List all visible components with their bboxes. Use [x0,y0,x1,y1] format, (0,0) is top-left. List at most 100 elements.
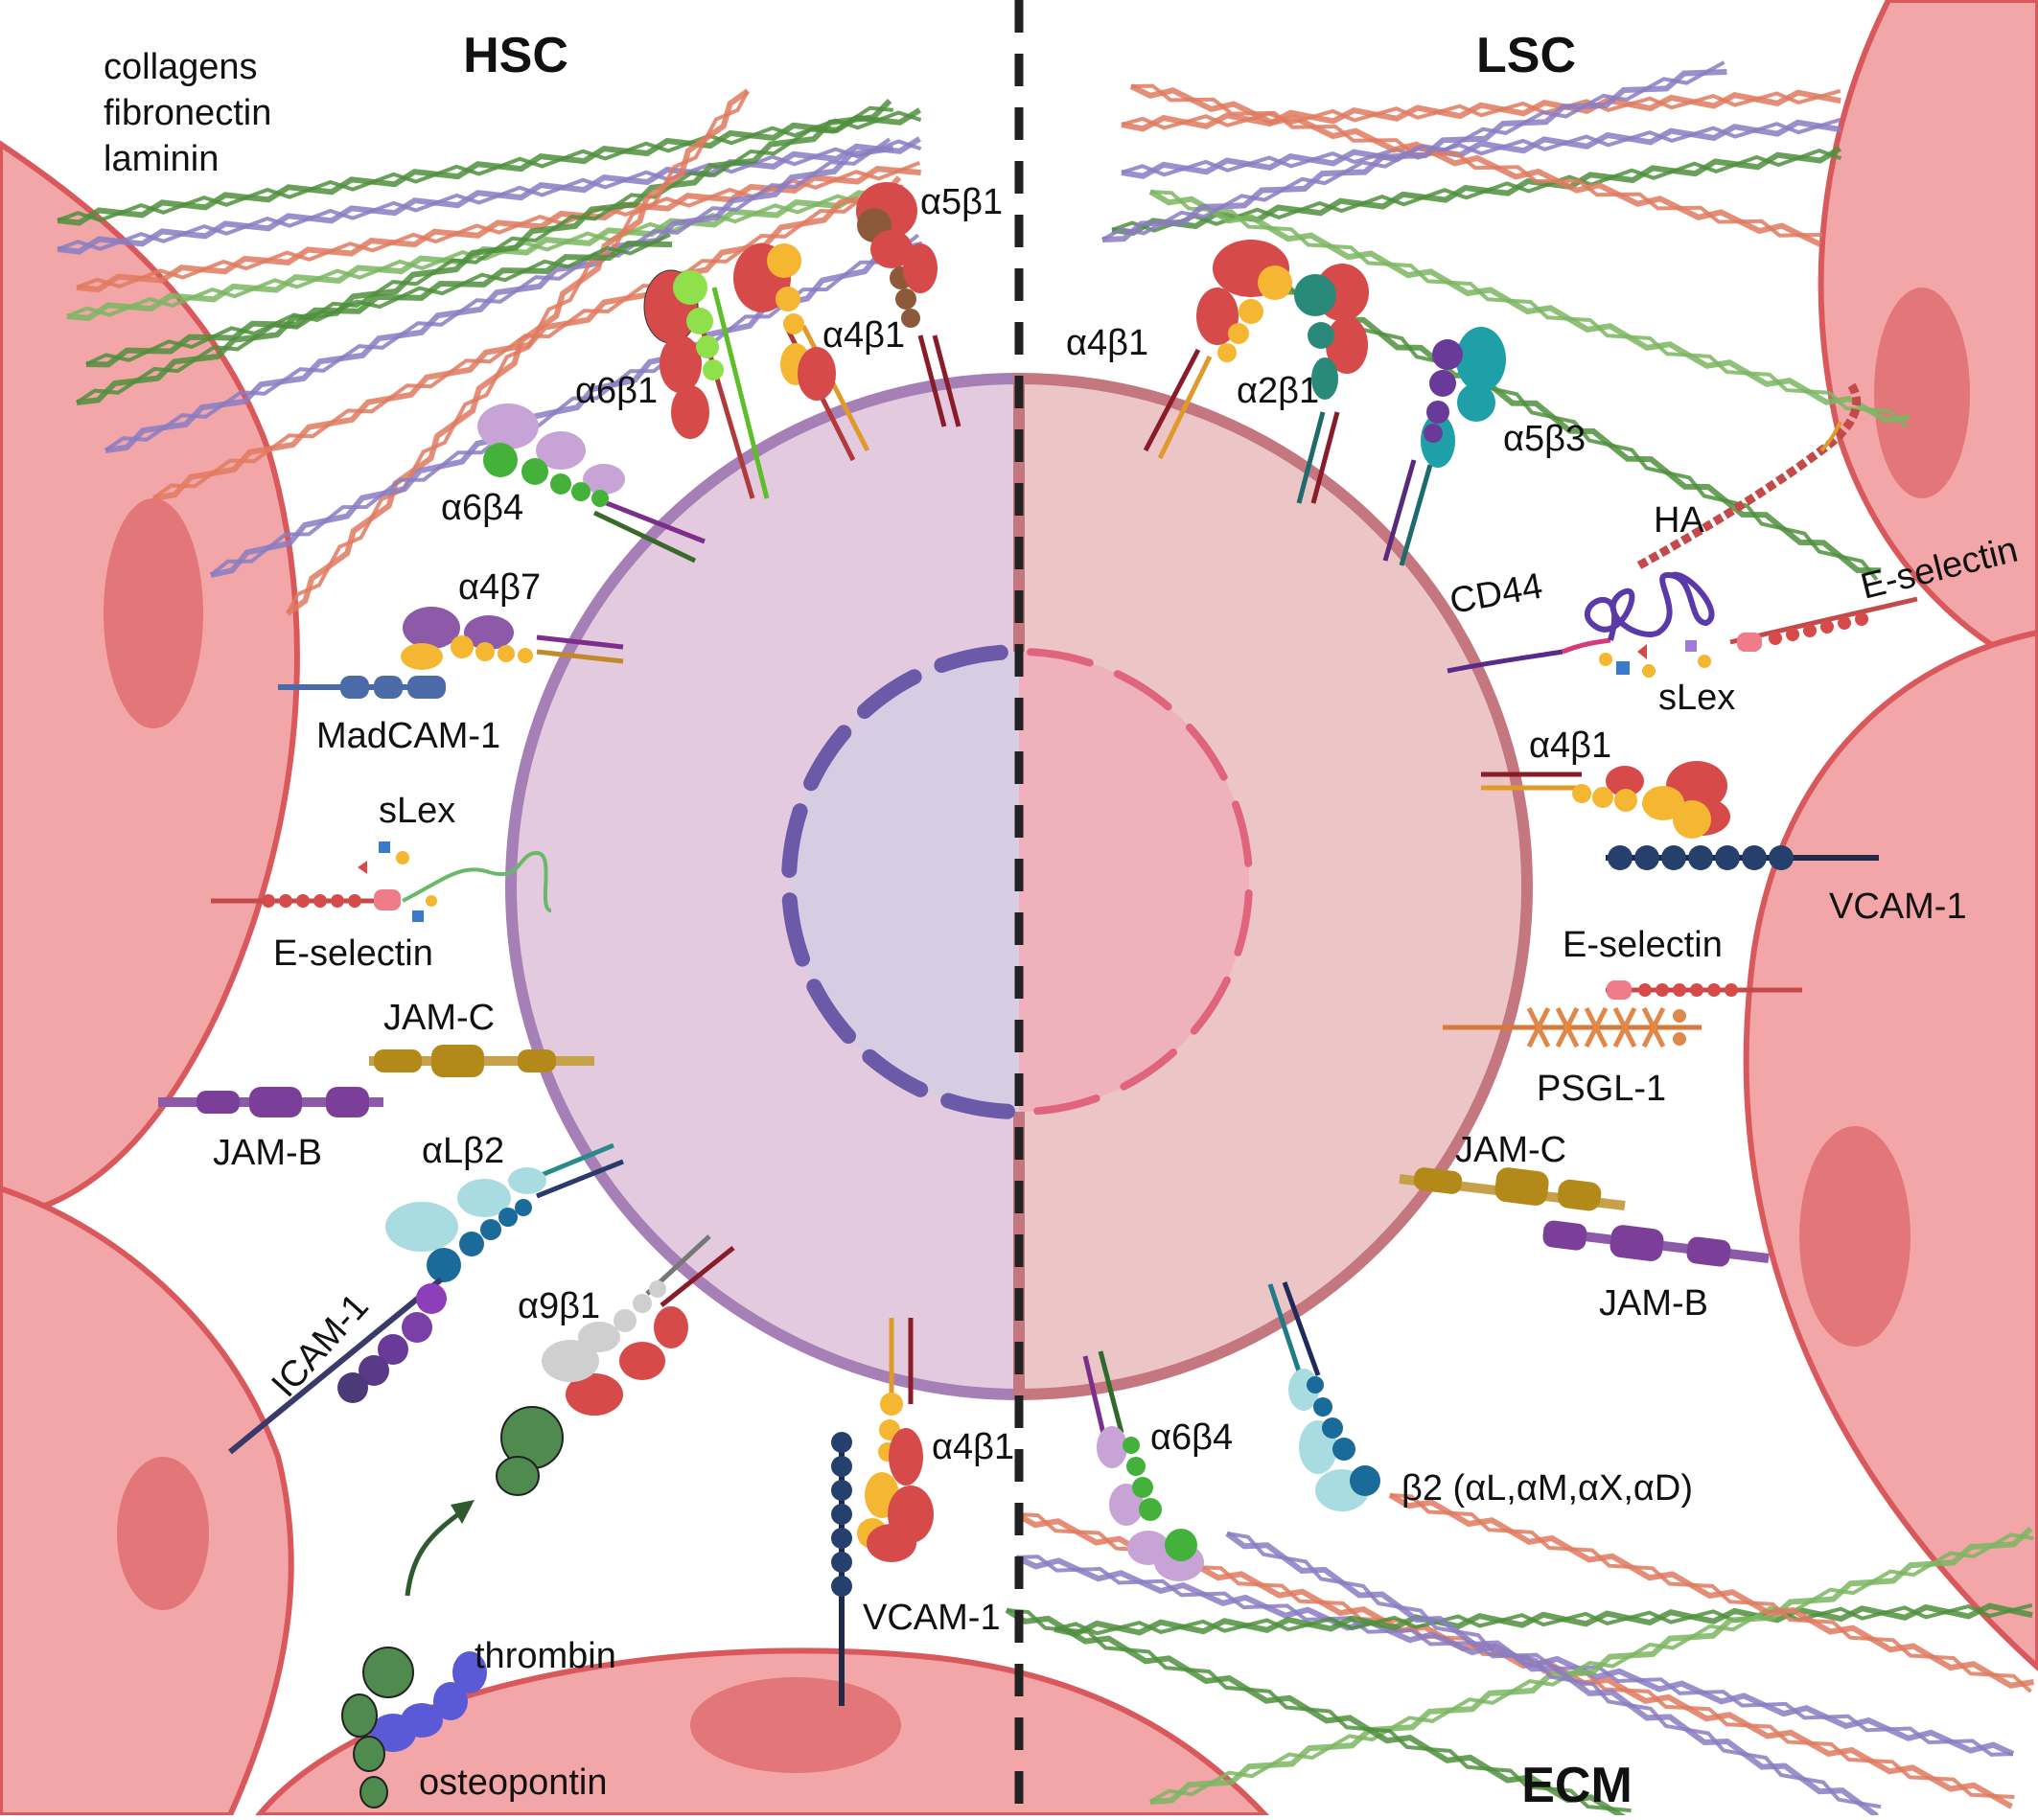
label-lsc-a5b3: α5β3 [1503,419,1586,459]
hsc-receptors [158,182,961,1808]
jam-b-hsc [158,1087,383,1117]
integrin-a4b7 [401,607,624,670]
nuclear-envelope-segment-10 [857,669,922,719]
ecm-fiber-13-strand-0 [1129,83,1822,247]
label-lsc-b2: β2 (αL,αM,αX,αD) [1401,1468,1693,1509]
label-hsc-vcam1: VCAM-1 [863,1598,1001,1638]
jam-c-hsc [369,1045,594,1077]
ecm-fiber-0-strand-1 [57,110,922,222]
ecm-legend-laminin: laminin [104,139,219,179]
label-osteopontin: osteopontin [419,1762,608,1803]
niche-nucleus-right-upper [1874,288,1970,498]
nuclear-envelope [781,644,1253,1119]
ecm-fiber-23-strand-0 [1005,1607,1630,1820]
lsc-cytoplasm [1013,372,1533,1401]
nuclear-envelope-segment-4 [940,1093,1015,1119]
label-hsc-a6b4: α6β4 [441,488,523,528]
integrin-a6b4 [477,403,706,564]
ecm-fiber-22-strand-1 [1389,1493,2032,1693]
label-lsc-a6b4: α6β4 [1150,1417,1233,1458]
ecm-fiber-14-strand-0 [1148,189,1910,424]
ecm-fiber-9-strand-0 [85,241,673,368]
nuclear-envelope-segment-6 [806,979,856,1044]
e-selectin-lsc-top [1729,596,1918,652]
ecm-fiber-0-strand-0 [57,107,921,226]
nuclear-envelope-segment-0 [1234,889,1253,956]
ecm-fiber-11-strand-1 [1121,117,1841,177]
niche-nucleus-left-upper [104,498,203,728]
lsc-nucleus [1019,652,1249,1112]
label-hsc-madcam1: MadCAM-1 [316,716,500,756]
integrin-b2 [1267,1281,1380,1511]
nuclear-envelope-segment-11 [934,644,1008,673]
hsc-nucleus [789,652,1019,1112]
integrin-a4b1-lsc-top [1143,240,1292,460]
hyaluronan-chain [1636,380,1862,569]
niche-nucleus-bottom [690,1677,901,1773]
osteopontin-fragment [496,1406,564,1496]
nuclear-envelope-segment-7 [781,892,810,967]
ecm-fiber-16-strand-0 [1101,69,1727,242]
title-lsc: LSC [1476,28,1576,83]
ecm-fiber-22-strand-0 [1388,1492,2034,1689]
ecm-fiber-19-strand-0 [1054,1602,2033,1637]
nuclear-envelope-segment-8 [781,803,808,878]
label-hsc-eselectin: E-selectin [273,933,433,974]
title-ecm: ECM [1521,1758,1633,1813]
label-lsc-jamb: JAM-B [1599,1283,1708,1324]
label-lsc-psgl1: PSGL-1 [1537,1069,1666,1109]
ecm-fiber-15-strand-1 [1264,276,1879,581]
label-hsc-a4b7: α4β7 [458,567,541,608]
ecm-fiber-1-strand-1 [57,139,922,251]
ecm-fiber-21-strand-0 [1225,1531,1879,1819]
nuclear-envelope-segment-9 [803,725,852,792]
label-lsc-cd44: CD44 [1447,566,1545,622]
label-lsc-ha: HA [1654,500,1704,541]
label-thrombin: thrombin [475,1636,616,1676]
labels: HSC LSC ECM collagens fibronectin lamini… [104,28,2022,1813]
vcam1-ligand-lsc [1606,845,1879,870]
ecm-fiber-5-strand-1 [104,137,892,452]
niche-cell-right-lower [1743,629,2038,1672]
icam1-ligand [228,1277,447,1455]
ecm-fiber-10-strand-1 [1121,88,1841,130]
label-lsc-a2b1: α2β1 [1237,371,1319,411]
label-lsc-a4b1-mid: α4β1 [1529,726,1611,766]
ecm-fiber-11-strand-0 [1121,119,1841,179]
lsc-receptors [1082,240,1918,1581]
label-lsc-eselectin-mid: E-selectin [1563,925,1723,965]
ecm-fiber-3-strand-1 [66,185,901,318]
nuclear-envelope-segment-13 [1113,670,1172,711]
vcam1-ligand-hsc [831,1432,852,1706]
label-hsc-a4b1-top: α4β1 [822,315,905,356]
e-selectin-lsc-mid [1606,980,1802,1000]
ecm-fiber-14-strand-1 [1149,190,1908,428]
label-hsc-a4b1-bottom: α4β1 [932,1427,1014,1467]
label-hsc-a6b1: α6β1 [575,371,658,411]
ecm-fiber-23-strand-1 [1006,1608,1632,1813]
hsc-cytoplasm [505,372,1025,1401]
ecm-legend-fibronectin: fibronectin [104,93,271,133]
label-lsc-a4b1-top: α4β1 [1066,323,1148,363]
label-hsc-a9b1: α9β1 [518,1286,600,1326]
label-hsc-slex: sLex [379,791,455,831]
thrombin-osteopontin [341,1647,487,1808]
integrin-a6b4-lsc [1082,1350,1204,1581]
label-hsc-jamc: JAM-C [383,998,495,1038]
cleavage-arrowhead [451,1500,475,1524]
ecm-fiber-8-strand-1 [209,233,920,577]
ecm-fiber-20-strand-0 [1149,1526,2033,1805]
nuclear-envelope-segment-2 [1120,1048,1177,1091]
cd44 [1447,571,1715,678]
integrin-a2b1 [1294,264,1369,504]
integrin-a5b3 [1382,327,1506,566]
ecm-fiber-19-strand-1 [1054,1602,2033,1636]
integrin-a4b1-lsc-mid [1481,761,1730,839]
e-selectin-hsc [211,841,552,922]
label-lsc-vcam1: VCAM-1 [1829,887,1967,927]
ecm-fiber-10-strand-0 [1121,89,1841,132]
label-hsc-jamb: JAM-B [213,1133,322,1173]
integrin-a4b1-bottom [857,1318,934,1562]
